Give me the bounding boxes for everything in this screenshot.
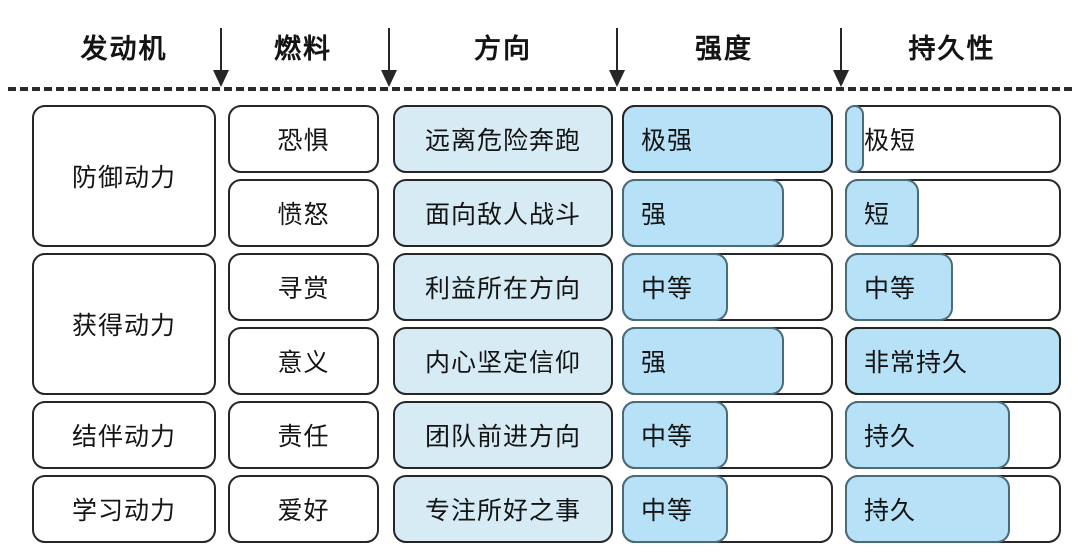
- engine-label: 学习动力: [71, 498, 176, 525]
- fuel-cell: 责任: [228, 401, 379, 469]
- intensity-bar: 极强: [621, 104, 834, 174]
- duration-bar-fill: [844, 474, 1011, 544]
- duration-bar-fill: [844, 400, 1011, 470]
- intensity-bar: 中等: [621, 474, 833, 544]
- duration-bar: 中等: [844, 252, 1061, 322]
- direction-label: 内心坚定信仰: [424, 350, 581, 377]
- fuel-label: 意义: [277, 350, 330, 377]
- dashed-divider: [8, 87, 1072, 91]
- column-header-engine: 发动机: [80, 34, 168, 64]
- duration-bar: 非常持久: [844, 326, 1062, 396]
- engine-label: 防御动力: [71, 165, 176, 192]
- duration-bar-label: 持久: [864, 498, 917, 525]
- intensity-bar-label: 中等: [641, 498, 694, 525]
- engine-cell: 学习动力: [32, 475, 216, 543]
- intensity-bar-fill: [621, 400, 728, 470]
- engine-cell: 结伴动力: [32, 401, 216, 469]
- fuel-label: 寻赏: [277, 276, 330, 303]
- direction-label: 专注所好之事: [424, 498, 581, 525]
- direction-label: 利益所在方向: [424, 276, 581, 303]
- intensity-bar-label: 强: [641, 350, 668, 377]
- fuel-cell: 爱好: [228, 475, 379, 543]
- fuel-label: 愤怒: [277, 202, 330, 229]
- duration-bar-fill: [844, 252, 954, 322]
- fuel-cell: 恐惧: [228, 105, 379, 173]
- fuel-label: 恐惧: [277, 128, 330, 155]
- duration-bar-label: 非常持久: [864, 350, 969, 377]
- duration-bar-fill: [844, 326, 1062, 396]
- intensity-bar-fill: [621, 326, 784, 396]
- intensity-bar-label: 强: [641, 202, 668, 229]
- duration-bar: 持久: [844, 400, 1061, 470]
- intensity-bar-fill: [621, 474, 728, 544]
- intensity-bar-fill: [621, 252, 728, 322]
- duration-bar-label: 中等: [864, 276, 917, 303]
- fuel-cell: 寻赏: [228, 253, 379, 321]
- duration-bar-fill: [844, 178, 920, 248]
- duration-bar-label: 持久: [864, 424, 917, 451]
- duration-bar: 极短: [844, 104, 1061, 174]
- fuel-label: 爱好: [277, 498, 330, 525]
- intensity-bar-fill: [621, 104, 834, 174]
- engine-label: 结伴动力: [71, 424, 176, 451]
- fuel-cell: 意义: [228, 327, 379, 395]
- intensity-bar-label: 中等: [641, 424, 694, 451]
- column-header-direction: 方向: [474, 34, 532, 64]
- intensity-bar-label: 中等: [641, 276, 694, 303]
- direction-label: 面向敌人战斗: [424, 202, 581, 229]
- table-header: 发动机 燃料 方向 强度 持久性: [0, 0, 1080, 91]
- direction-cell: 团队前进方向: [393, 401, 613, 469]
- fuel-cell: 愤怒: [228, 179, 379, 247]
- engine-label: 获得动力: [71, 313, 176, 340]
- table-body: 防御动力获得动力结伴动力学习动力恐惧远离危险奔跑极强极短愤怒面向敌人战斗强短寻赏…: [0, 89, 1080, 559]
- direction-label: 远离危险奔跑: [424, 128, 581, 155]
- duration-bar-label: 极短: [864, 128, 917, 155]
- direction-cell: 远离危险奔跑: [393, 105, 613, 173]
- direction-cell: 利益所在方向: [393, 253, 613, 321]
- intensity-bar: 强: [621, 326, 833, 396]
- direction-cell: 内心坚定信仰: [393, 327, 613, 395]
- intensity-bar-fill: [621, 178, 784, 248]
- direction-cell: 面向敌人战斗: [393, 179, 613, 247]
- intensity-bar: 中等: [621, 400, 833, 470]
- duration-bar-fill: [844, 104, 865, 174]
- engine-cell: 获得动力: [32, 253, 216, 395]
- intensity-bar-label: 极强: [641, 128, 694, 155]
- fuel-label: 责任: [277, 424, 330, 451]
- duration-bar: 短: [844, 178, 1061, 248]
- duration-bar-label: 短: [864, 202, 891, 229]
- column-header-intensity: 强度: [695, 34, 753, 64]
- column-header-fuel: 燃料: [274, 34, 332, 64]
- direction-cell: 专注所好之事: [393, 475, 613, 543]
- intensity-bar: 中等: [621, 252, 833, 322]
- direction-label: 团队前进方向: [424, 424, 581, 451]
- column-header-duration: 持久性: [908, 34, 996, 64]
- engine-cell: 防御动力: [32, 105, 216, 247]
- intensity-bar: 强: [621, 178, 833, 248]
- duration-bar: 持久: [844, 474, 1061, 544]
